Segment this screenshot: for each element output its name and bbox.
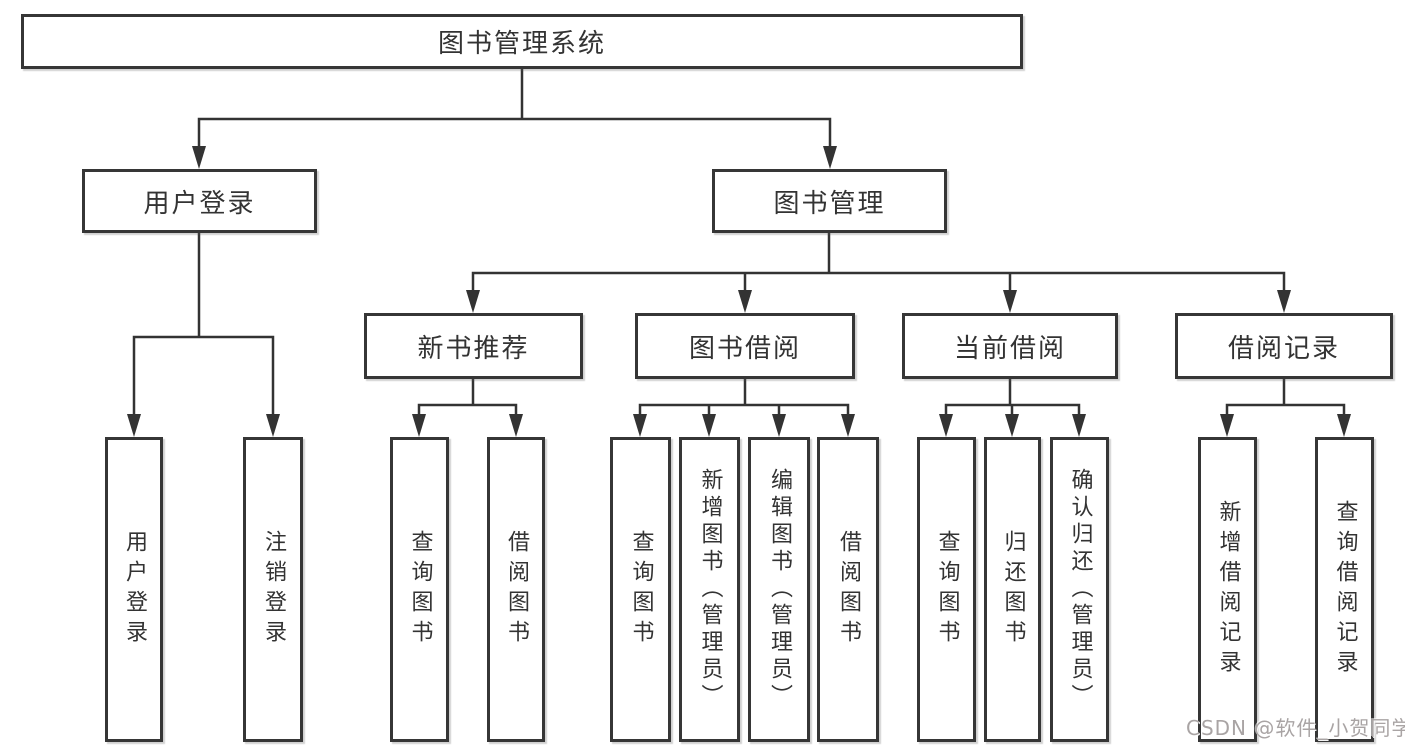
node-label: 用户登录 — [122, 529, 147, 650]
leaf-edit-books-admin: 编辑图书（管理员） — [748, 437, 810, 742]
arrowheads — [127, 146, 1351, 437]
connectors-manage-branch — [471, 231, 1286, 294]
node-new-book-recommend: 新书推荐 — [364, 313, 583, 379]
node-book-borrowing: 图书借阅 — [635, 313, 855, 379]
node-label: 归还图书 — [1000, 529, 1026, 650]
node-book-management-branch: 图书管理 — [712, 169, 947, 233]
connectors-current-borrow — [944, 377, 1081, 418]
node-label: 编辑图书（管理员） — [767, 468, 792, 711]
leaf-query-books-current: 查询图书 — [917, 437, 976, 742]
node-label: 当前借阅 — [953, 333, 1066, 364]
leaf-user-login: 用户登录 — [105, 437, 163, 742]
leaf-query-borrow-record: 查询借阅记录 — [1315, 437, 1374, 742]
node-user-login-branch: 用户登录 — [82, 169, 317, 233]
node-label: 用户登录 — [143, 188, 256, 219]
leaf-borrow-books-recommend: 借阅图书 — [487, 437, 545, 742]
leaf-add-books-admin: 新增图书（管理员） — [679, 437, 740, 742]
leaf-confirm-return-admin: 确认归还（管理员） — [1050, 437, 1109, 742]
connectors-book-borrow — [638, 377, 850, 418]
node-label: 借阅记录 — [1227, 333, 1340, 364]
node-label: 图书借阅 — [688, 333, 801, 364]
node-label: 借阅图书 — [836, 529, 861, 650]
node-label: 新增借阅记录 — [1215, 499, 1241, 680]
leaf-logout: 注销登录 — [243, 437, 303, 742]
node-current-borrowing: 当前借阅 — [902, 313, 1118, 379]
connectors-root — [197, 67, 832, 150]
leaf-add-borrow-record: 新增借阅记录 — [1198, 437, 1257, 742]
leaf-query-books-borrowing: 查询图书 — [610, 437, 671, 742]
node-label: 注销登录 — [261, 529, 286, 650]
node-label: 查询图书 — [628, 529, 654, 650]
node-label: 图书管理 — [773, 188, 886, 219]
node-label: 借阅图书 — [504, 529, 529, 650]
csdn-watermark: CSDN @软件_小贺同学 — [1186, 716, 1405, 740]
connectors-login-branch — [132, 231, 275, 418]
node-library-system: 图书管理系统 — [21, 14, 1023, 69]
node-label: 图书管理系统 — [437, 29, 606, 59]
node-label: 查询图书 — [407, 529, 433, 650]
connectors-borrow-records — [1225, 377, 1346, 418]
node-label: 查询借阅记录 — [1332, 499, 1358, 680]
leaf-return-books: 归还图书 — [984, 437, 1041, 742]
leaf-borrow-books: 借阅图书 — [817, 437, 879, 742]
node-borrowing-records: 借阅记录 — [1175, 313, 1393, 379]
node-label: 新增图书（管理员） — [697, 468, 723, 711]
leaf-query-books-recommend: 查询图书 — [390, 437, 449, 742]
connectors-new-book — [417, 377, 518, 418]
node-label: 确认归还（管理员） — [1067, 468, 1093, 711]
node-label: 新书推荐 — [417, 333, 530, 364]
node-label: 查询图书 — [934, 529, 960, 650]
